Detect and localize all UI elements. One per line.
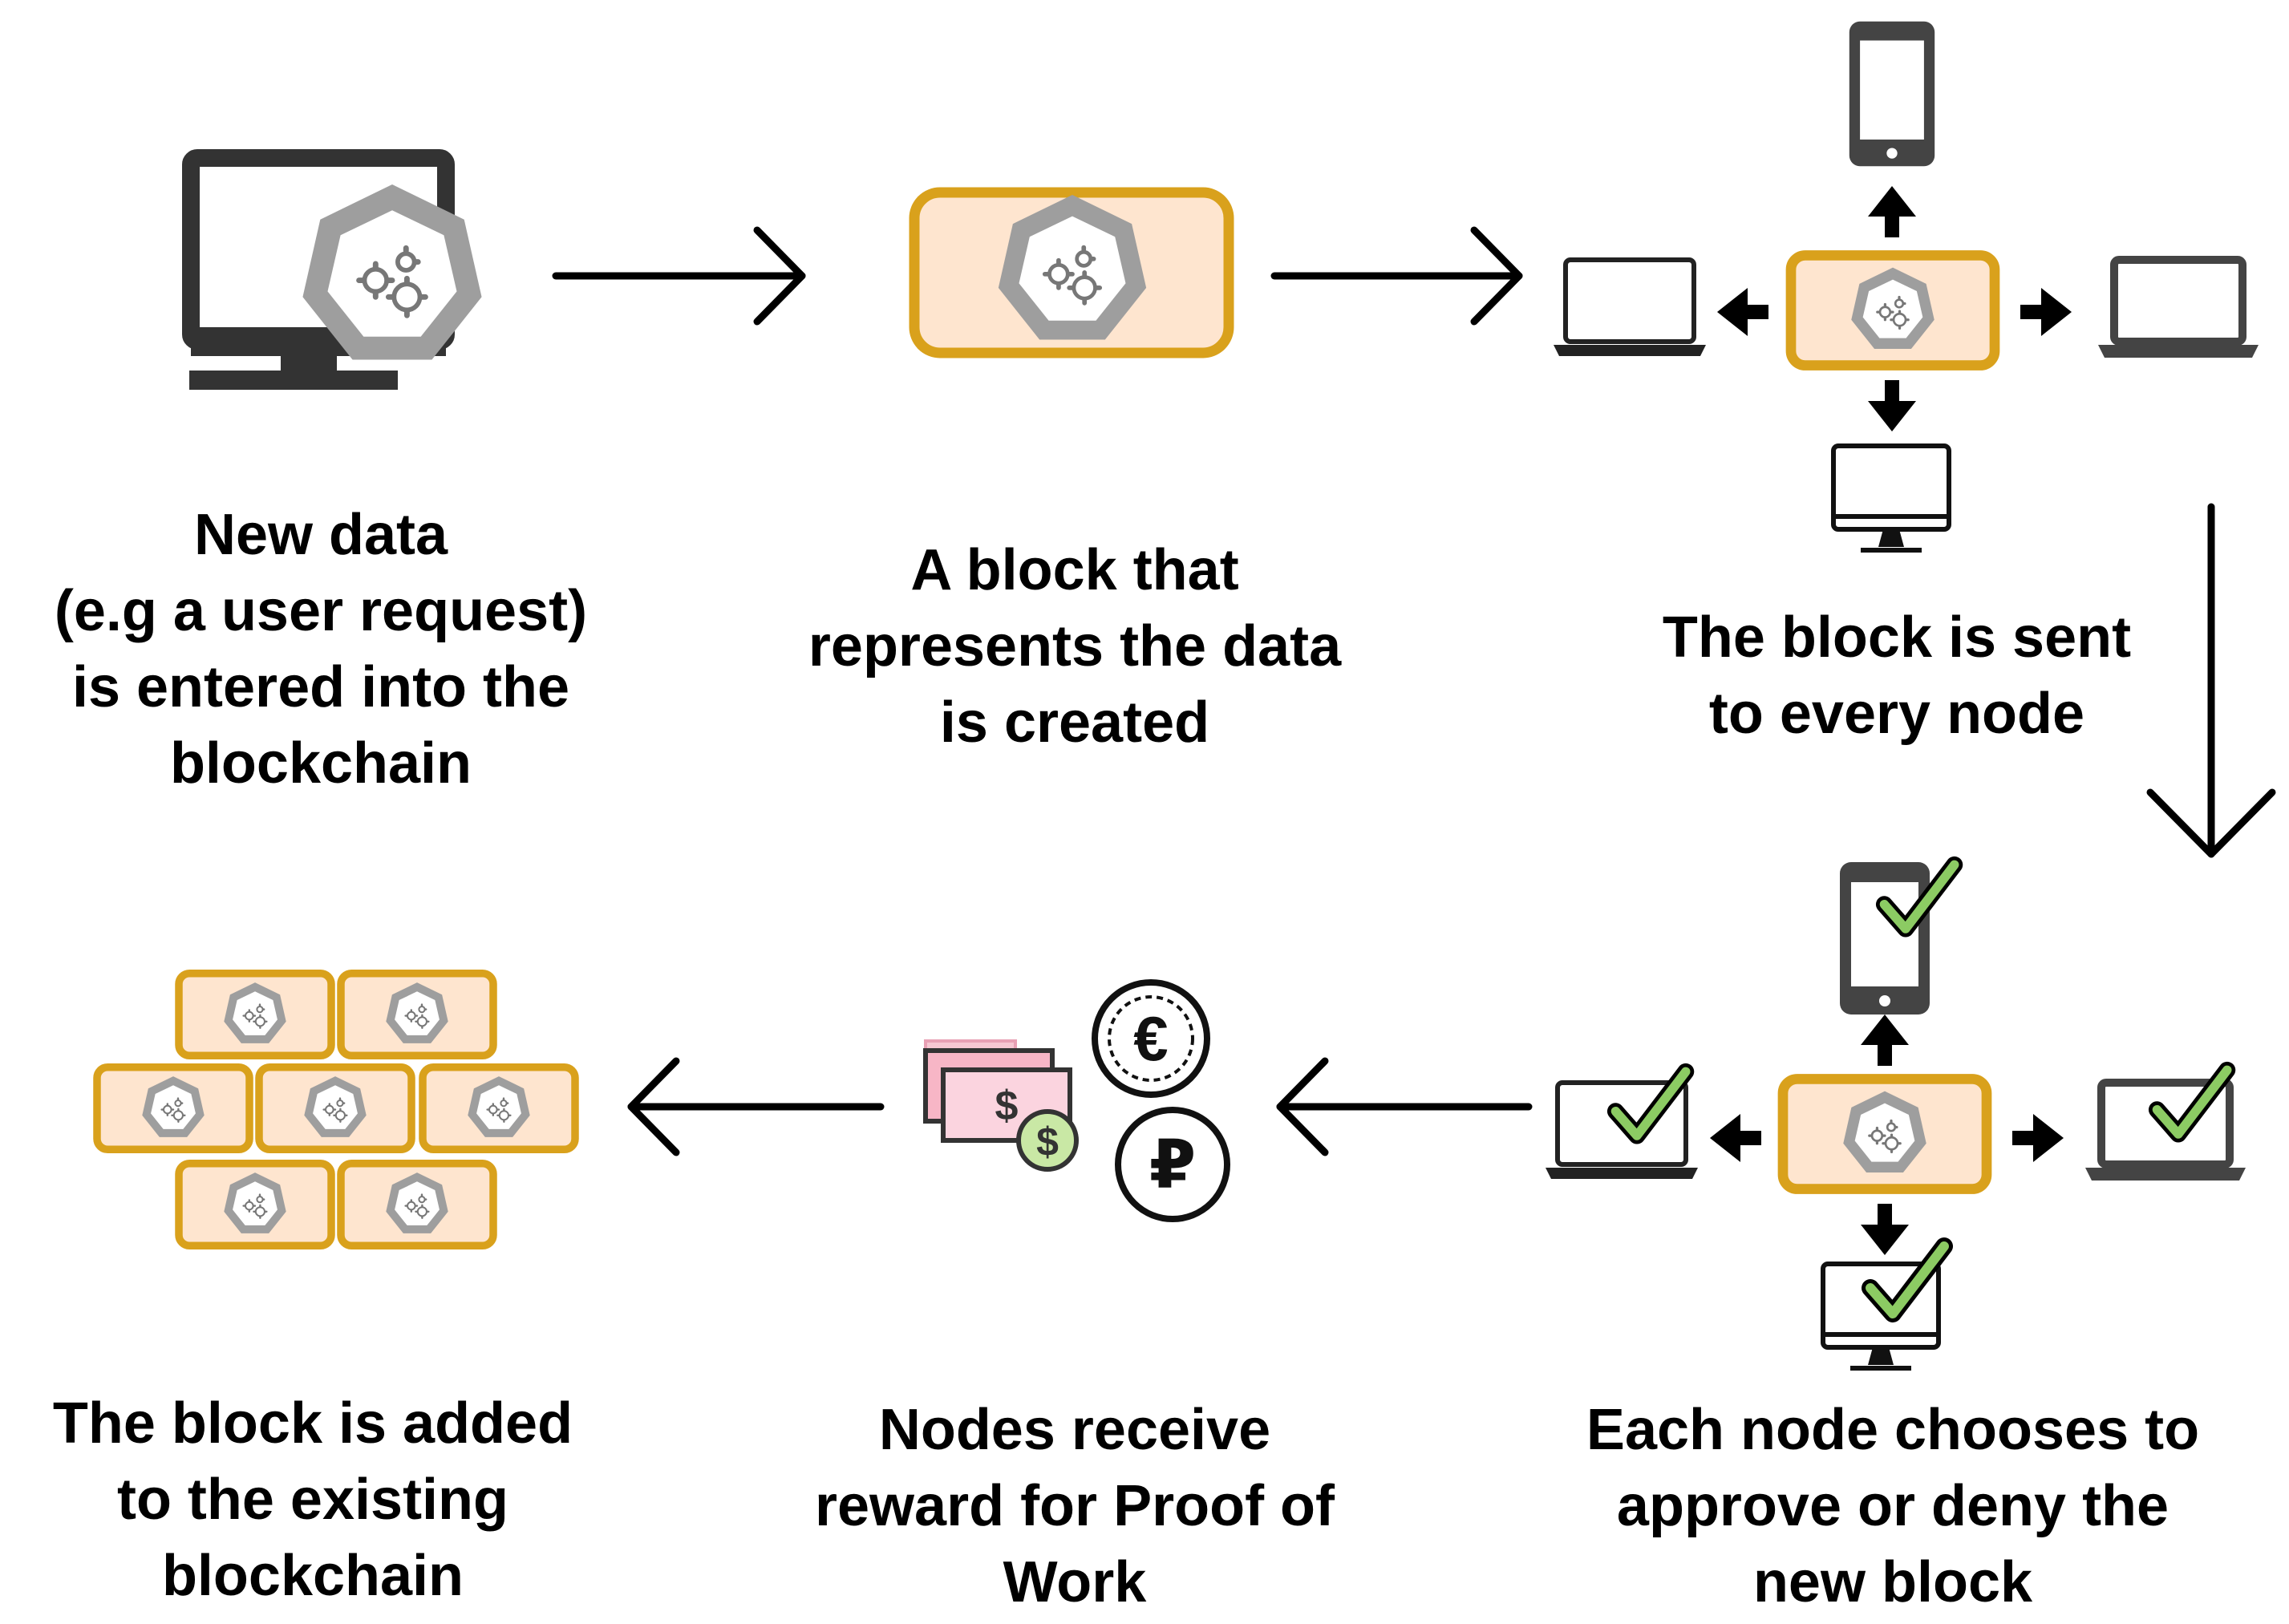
label-line: is created — [939, 691, 1210, 755]
arrow-step2-to-step3 — [1270, 226, 1523, 326]
label-line: A block that — [910, 538, 1239, 602]
label-line: reward for Proof of — [814, 1474, 1335, 1538]
dollar-coin-sign: $ — [1036, 1120, 1059, 1164]
step-block-created-label: A block that represents the data is crea… — [754, 533, 1396, 761]
label-line: (e.g a user request) — [54, 579, 588, 643]
arrow-step3-to-step4 — [2146, 503, 2276, 858]
label-line: to every node — [1708, 682, 2085, 746]
label-line: to the existing — [116, 1468, 509, 1532]
step-reward-label: Nodes receive reward for Proof of Work — [754, 1392, 1396, 1621]
step-new-data-label: New data (e.g a user request) is entered… — [16, 497, 626, 802]
ruble-sign: ₽ — [1149, 1127, 1196, 1202]
label-line: new block — [1752, 1550, 2033, 1614]
broadcast-cluster — [1554, 21, 2259, 550]
label-line: Nodes receive — [878, 1398, 1271, 1462]
arrow-step5-to-step6 — [627, 1057, 885, 1156]
step-added-label: The block is added to the existing block… — [8, 1386, 618, 1614]
label-line: approve or deny the — [1616, 1474, 2169, 1538]
step-sent-to-nodes-label: The block is sent to every node — [1584, 600, 2210, 752]
label-line: The block is sent — [1662, 605, 2132, 670]
euro-sign: € — [1133, 1003, 1168, 1074]
arrow-step4-to-step5 — [1276, 1057, 1533, 1156]
label-line: is entered into the — [71, 655, 570, 719]
step-nodes-approve-label: Each node chooses to approve or deny the… — [1532, 1392, 2254, 1621]
label-line: Each node chooses to — [1586, 1398, 2200, 1462]
label-line: Work — [1003, 1550, 1147, 1614]
desktop-computer-icon — [182, 149, 482, 390]
label-line: blockchain — [169, 731, 472, 796]
label-line: New data — [193, 503, 448, 567]
reward-icon: $ $ € ₽ — [923, 979, 1230, 1222]
new-block-icon — [909, 187, 1234, 358]
blockchain-wall-icon — [97, 974, 575, 1246]
label-line: represents the data — [808, 614, 1342, 678]
dollar-sign: $ — [995, 1083, 1019, 1129]
label-line: blockchain — [161, 1544, 464, 1608]
approval-cluster — [1546, 862, 2246, 1368]
label-line: The block is added — [52, 1391, 573, 1456]
arrow-step1-to-step2 — [552, 226, 806, 326]
